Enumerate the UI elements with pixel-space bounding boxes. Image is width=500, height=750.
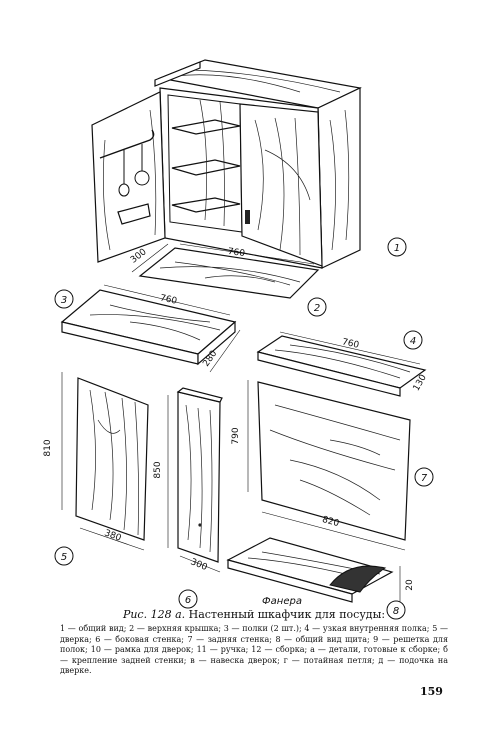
marker-4-label: 4 xyxy=(410,336,416,347)
door-drawing xyxy=(61,372,149,551)
side-wall-drawing xyxy=(167,387,223,573)
figure-caption: Рис. 128 а. Настенный шкафчик для посуды… xyxy=(60,608,448,621)
marker-1-label: 1 xyxy=(394,243,400,254)
marker-3-label: 3 xyxy=(61,295,67,306)
narrow-shelf-drawing xyxy=(256,331,427,397)
marker-4 xyxy=(403,330,423,350)
dim-back-height: 790 xyxy=(231,427,241,444)
figure-legend: 1 — общий вид; 2 — верхняя крышка; 3 — п… xyxy=(60,624,448,675)
back-wall-drawing xyxy=(247,380,411,551)
dim-side-width: 300 xyxy=(189,557,209,573)
caption-title: Настенный шкафчик для посуды: xyxy=(188,608,386,621)
panel-drawing xyxy=(226,537,401,604)
plywood-label: Фанера xyxy=(262,596,302,607)
dim-shelf-width: 760 xyxy=(159,293,178,306)
dim-narrow-width: 760 xyxy=(341,337,360,351)
marker-5 xyxy=(54,546,74,566)
marker-3 xyxy=(54,289,74,309)
marker-8 xyxy=(386,600,406,620)
dim-back-width: 820 xyxy=(321,515,340,529)
marker-1 xyxy=(387,237,407,257)
cabinet-figure: 1 760 300 2 760 280 3 760 130 4 810 380 xyxy=(43,59,434,620)
cabinet-assembled-drawing xyxy=(91,59,362,269)
marker-2-label: 2 xyxy=(314,303,320,314)
dim-top-width: 760 xyxy=(227,247,246,259)
top-cover-drawing xyxy=(131,243,320,299)
marker-5-label: 5 xyxy=(61,552,67,563)
dim-door-height: 810 xyxy=(43,439,53,456)
marker-6 xyxy=(178,589,198,609)
marker-2 xyxy=(307,297,327,317)
dim-side-height: 850 xyxy=(153,461,163,478)
marker-8-label: 8 xyxy=(393,606,399,617)
shelf-drawing xyxy=(60,284,241,373)
page-number: 159 xyxy=(420,685,443,698)
marker-7 xyxy=(414,467,434,487)
marker-6-label: 6 xyxy=(185,595,191,606)
caption-number: Рис. 128 а. xyxy=(122,608,186,621)
marker-7-label: 7 xyxy=(421,473,428,484)
dim-panel-thickness: 20 xyxy=(405,579,415,591)
